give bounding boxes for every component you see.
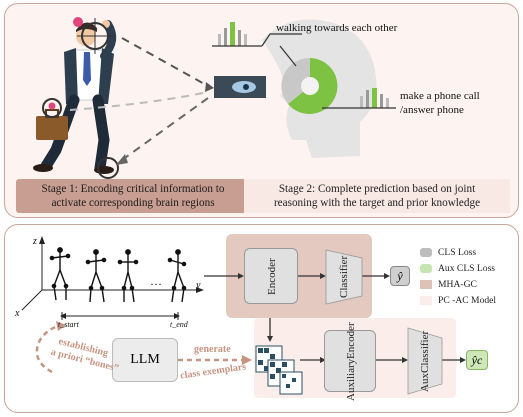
output-y-c-label: ŷc bbox=[471, 352, 483, 367]
output-y-hat-label: ŷ bbox=[397, 268, 403, 283]
t-start-label: t_start bbox=[58, 320, 79, 329]
legend-item-cls-loss: CLS Loss bbox=[420, 244, 516, 260]
class-exemplar-matrices bbox=[255, 345, 303, 395]
aux-encoder-line-2: Encoder bbox=[345, 322, 357, 360]
legend-swatch-pc-ac-model bbox=[420, 295, 432, 305]
stage-1-line-2: activate corresponding brain regions bbox=[51, 197, 215, 209]
bar-chart-icon-walking bbox=[212, 22, 262, 47]
aux-classifier-block bbox=[407, 327, 443, 395]
encoder-block: Encoder bbox=[244, 248, 298, 304]
businessman-figure bbox=[33, 20, 117, 174]
encoder-label: Encoder bbox=[266, 258, 278, 296]
action-label-phone-2: /answer phone bbox=[400, 104, 464, 116]
focus-marker-hand bbox=[42, 98, 62, 118]
legend-item-pc-ac-model: PC -AC Model bbox=[420, 292, 516, 308]
legend-label-mha-gc: MHA-GC bbox=[438, 278, 477, 290]
legend-swatch-aux-cls-loss bbox=[420, 263, 432, 273]
x-axis bbox=[21, 289, 43, 311]
stage-2-line-1: Stage 2: Complete prediction based on jo… bbox=[278, 183, 476, 195]
stage-2-line-2: reasoning with the target and prior know… bbox=[273, 197, 481, 209]
legend-item-aux-cls-loss: Aux CLS Loss bbox=[420, 260, 516, 276]
generate-label-1: generate bbox=[194, 344, 231, 355]
pie-slice-small bbox=[281, 57, 310, 104]
t-end-label: t_end bbox=[170, 320, 188, 329]
legend-label-aux-cls-loss: Aux CLS Loss bbox=[438, 262, 496, 274]
output-y-c: ŷc bbox=[466, 350, 488, 370]
stage-2-banner: Stage 2: Complete prediction based on jo… bbox=[244, 179, 510, 213]
stage-1-line-1: Stage 1: Encoding critical information t… bbox=[41, 183, 225, 195]
classifier-block bbox=[325, 249, 363, 305]
axis-label-x: x bbox=[15, 308, 20, 319]
action-label-phone-1: make a phone call bbox=[400, 90, 480, 102]
aux-encoder-line-1: Auxiliary bbox=[345, 359, 357, 402]
legend-item-mha-gc: MHA-GC bbox=[420, 276, 516, 292]
aux-classifier-line-1: Aux bbox=[419, 372, 431, 392]
legend-swatch-cls-loss bbox=[420, 247, 432, 257]
llm-block: LLM bbox=[112, 338, 178, 382]
legend-label-pc-ac-model: PC -AC Model bbox=[438, 294, 497, 306]
output-y-hat: ŷ bbox=[390, 266, 410, 286]
establishing-arrow bbox=[35, 324, 61, 374]
frame-ellipsis: ··· bbox=[150, 277, 162, 291]
skeleton-frames bbox=[49, 247, 187, 303]
action-label-walking: walking towards each other bbox=[276, 22, 398, 34]
classifier-label: Classifier bbox=[338, 255, 350, 299]
axis-label-y: y bbox=[196, 280, 201, 291]
legend: CLS Loss Aux CLS Loss MHA-GC PC -AC Mode… bbox=[420, 244, 516, 308]
llm-label: LLM bbox=[130, 352, 160, 367]
stage-1-banner: Stage 1: Encoding critical information t… bbox=[16, 179, 250, 213]
legend-swatch-mha-gc bbox=[420, 279, 432, 289]
focus-marker-foot bbox=[97, 157, 119, 179]
bar-chart-icon-phone bbox=[352, 88, 396, 109]
legend-label-cls-loss: CLS Loss bbox=[438, 246, 477, 258]
focus-dot-head bbox=[73, 17, 83, 27]
aux-classifier-line-2: Classifier bbox=[419, 330, 431, 373]
axis-label-z: z bbox=[33, 236, 37, 247]
